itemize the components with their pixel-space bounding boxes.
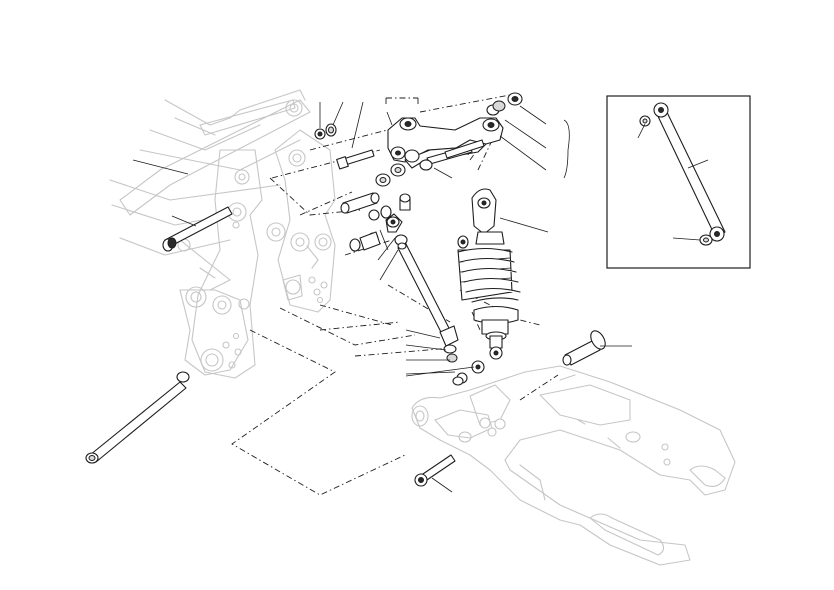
loose-bolts — [85, 206, 606, 487]
pull-rod — [385, 213, 485, 386]
shock-absorber — [457, 188, 521, 360]
swingarm-ghost — [411, 365, 736, 566]
leader-lines — [132, 101, 632, 493]
inset-detail — [606, 95, 751, 269]
rocker-linkage — [314, 92, 523, 252]
frame-ghost — [109, 89, 336, 379]
